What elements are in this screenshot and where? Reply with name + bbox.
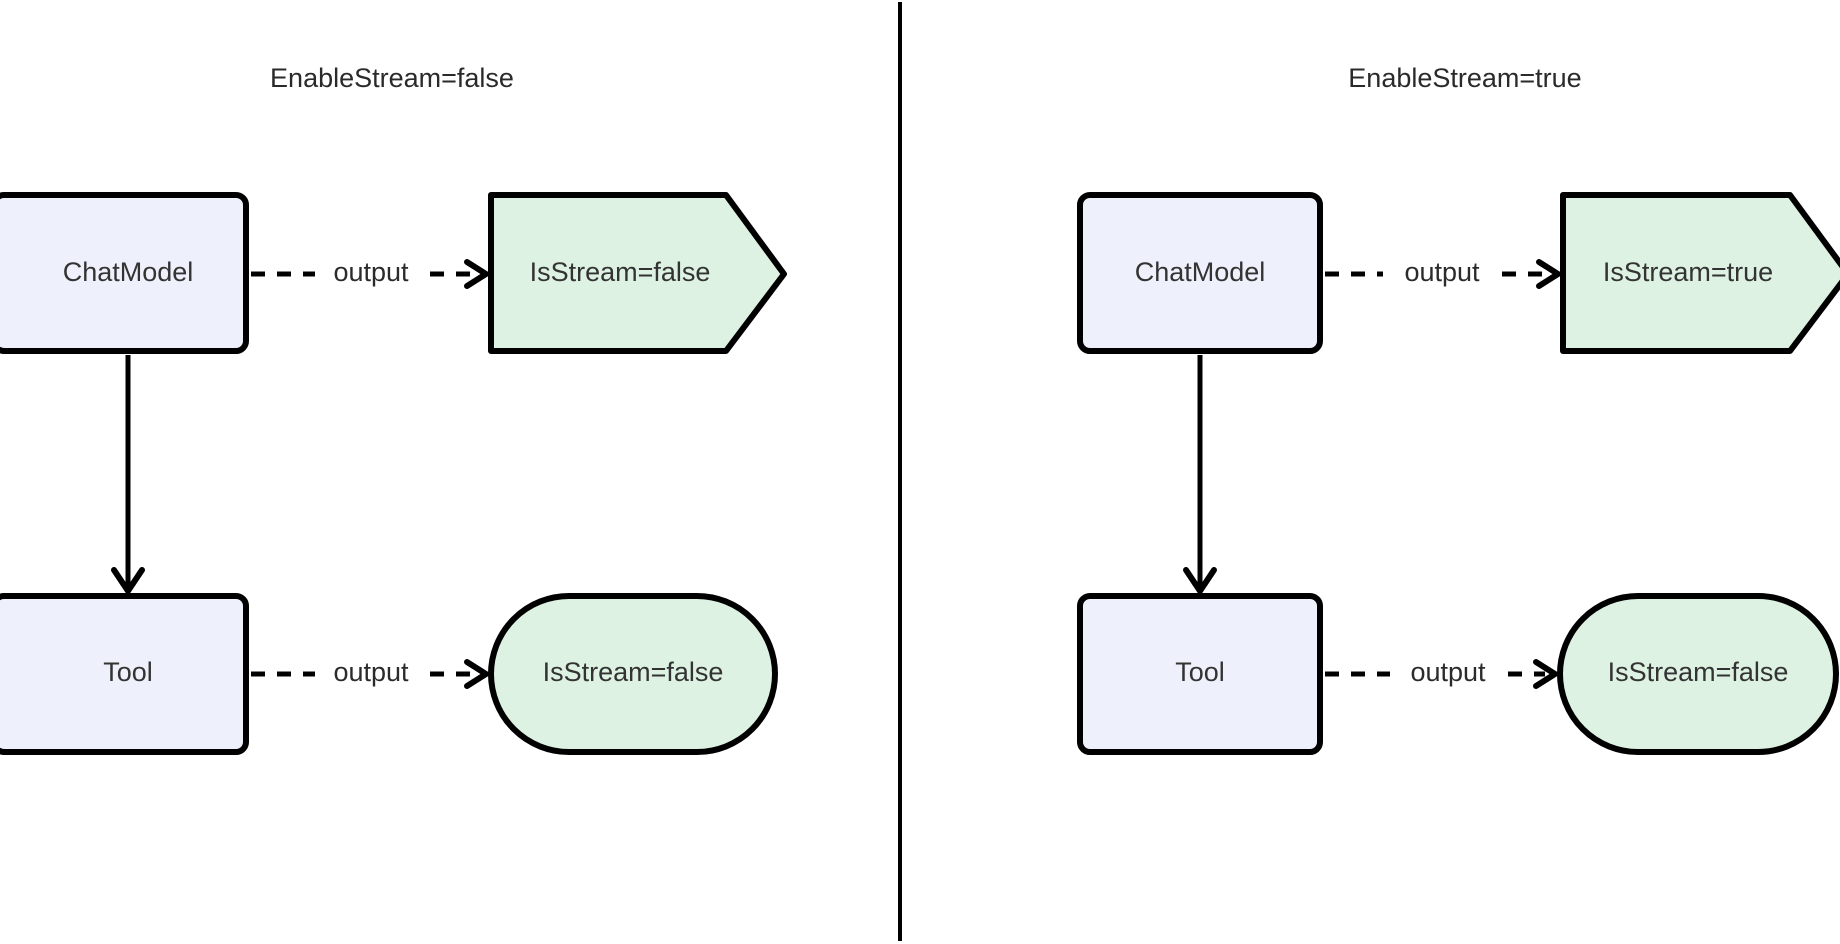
arrow-head-icon xyxy=(111,567,145,594)
edge-chatmodel-isstream-left-label: output xyxy=(333,257,409,287)
edge-tool-isstream-right-label: output xyxy=(1410,657,1486,687)
tool-left-shape[interactable] xyxy=(0,593,249,755)
isstream-top-right-shape[interactable] xyxy=(1560,192,1840,354)
edge-tool-to-isstream-right[interactable]: output xyxy=(1325,657,1558,689)
isstream-top-left-shape[interactable] xyxy=(488,192,787,354)
panel-right-title: EnableStream=true xyxy=(1348,63,1581,93)
chatmodel-right-label: ChatModel xyxy=(1135,257,1266,287)
arrow-head-icon xyxy=(464,659,489,689)
edge-chatmodel-isstream-right-label: output xyxy=(1404,257,1480,287)
node-tool-right[interactable]: Tool xyxy=(1077,593,1323,755)
node-tool-left[interactable]: Tool xyxy=(0,593,249,755)
node-isstream-bottom-left[interactable]: IsStream=false xyxy=(488,593,778,755)
node-isstream-top-left[interactable]: IsStream=false xyxy=(488,192,787,354)
tool-right-label: Tool xyxy=(1175,657,1225,687)
panel-right: EnableStream=true ChatModel output IsStr… xyxy=(1077,63,1840,755)
edge-chatmodel-to-tool-right[interactable] xyxy=(1183,355,1217,594)
edge-chatmodel-to-isstream-left[interactable]: output xyxy=(251,257,489,289)
node-isstream-top-right[interactable]: IsStream=true xyxy=(1560,192,1840,354)
edge-tool-isstream-left-label: output xyxy=(333,657,409,687)
edge-tool-to-isstream-left[interactable]: output xyxy=(251,657,489,689)
node-chatmodel-right[interactable]: ChatModel xyxy=(1077,192,1323,354)
isstream-top-right-label: IsStream=true xyxy=(1603,257,1773,287)
edge-chatmodel-to-isstream-right[interactable]: output xyxy=(1325,257,1561,289)
isstream-bottom-right-shape[interactable] xyxy=(1557,593,1839,755)
panel-left: EnableStream=false ChatModel output IsSt… xyxy=(0,63,787,755)
node-isstream-bottom-right[interactable]: IsStream=false xyxy=(1557,593,1839,755)
arrow-head-icon xyxy=(1533,659,1558,689)
node-chatmodel-left[interactable]: ChatModel xyxy=(0,192,249,354)
edge-chatmodel-to-tool-left[interactable] xyxy=(111,355,145,594)
isstream-bottom-left-label: IsStream=false xyxy=(543,657,724,687)
isstream-bottom-left-shape[interactable] xyxy=(488,593,778,755)
isstream-bottom-right-label: IsStream=false xyxy=(1608,657,1789,687)
tool-right-shape[interactable] xyxy=(1077,593,1323,755)
arrow-head-icon xyxy=(1536,259,1561,289)
arrow-head-icon xyxy=(1183,567,1217,594)
arrow-head-icon xyxy=(464,259,489,289)
tool-left-label: Tool xyxy=(103,657,153,687)
chatmodel-right-shape[interactable] xyxy=(1077,192,1323,354)
isstream-top-left-label: IsStream=false xyxy=(530,257,711,287)
chatmodel-left-label: ChatModel xyxy=(63,257,194,287)
chatmodel-left-shape[interactable] xyxy=(0,192,249,354)
panel-left-title: EnableStream=false xyxy=(270,63,514,93)
